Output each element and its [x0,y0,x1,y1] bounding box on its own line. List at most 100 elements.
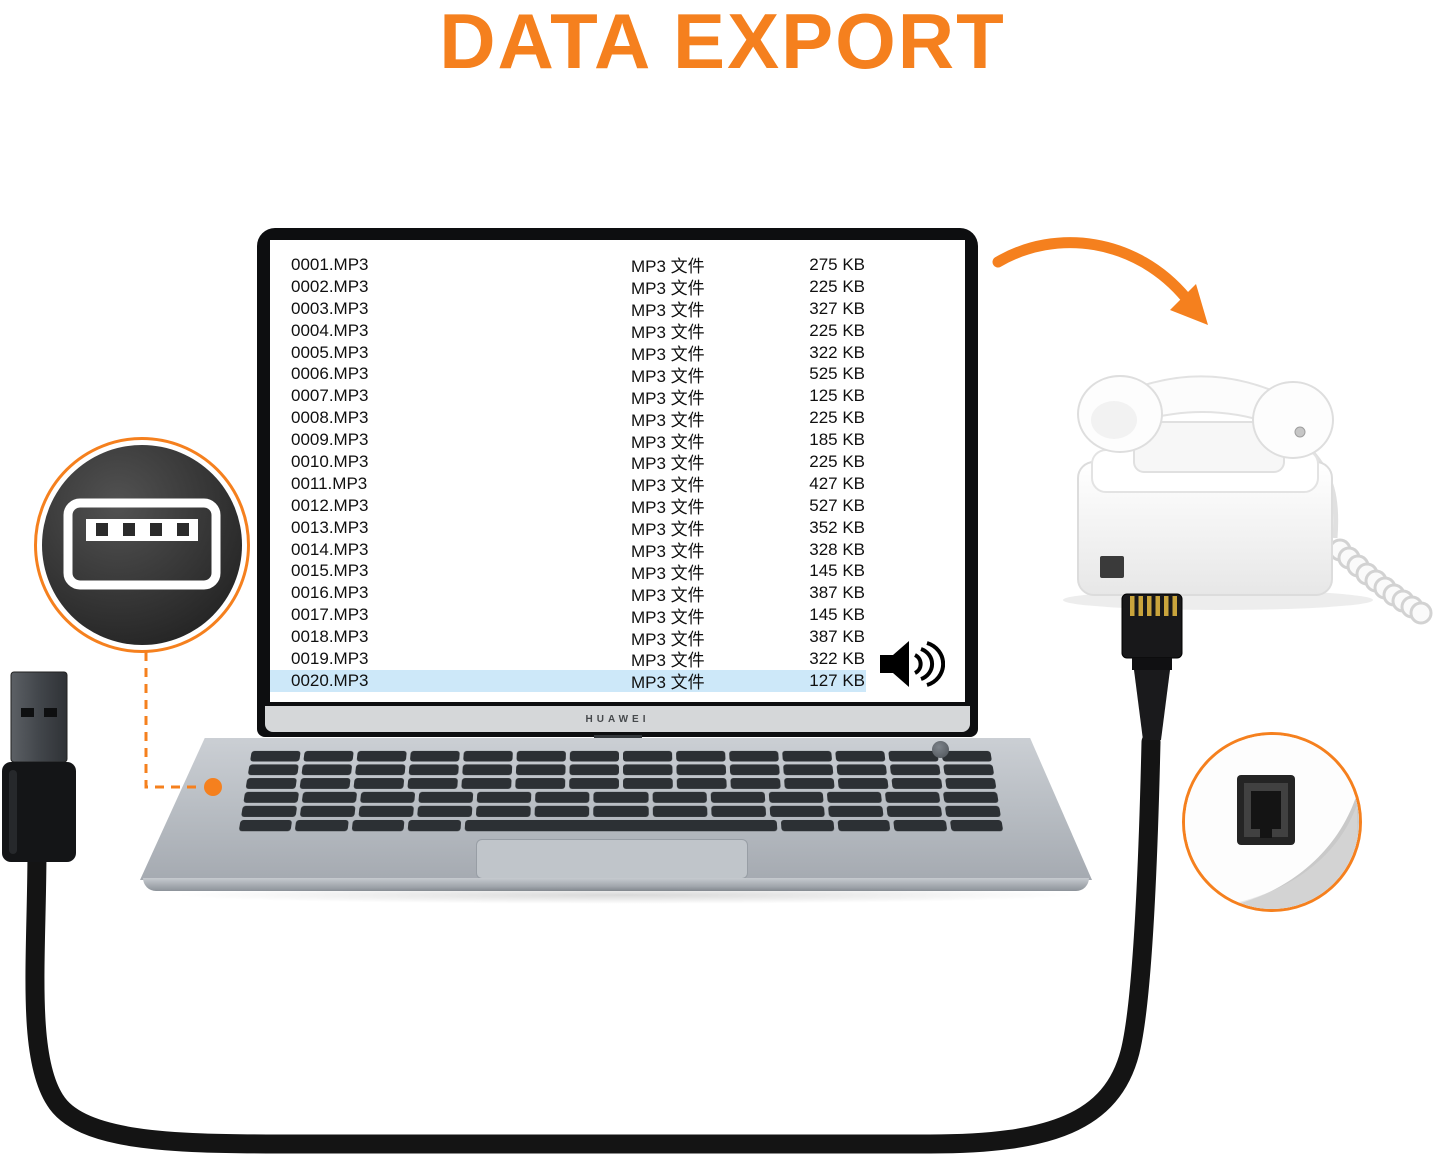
phone-usb-port [1100,556,1124,578]
bottom-bezel: HUAWEI [265,706,970,732]
file-row: 0001.MP3 MP3 文件 275 KB [270,254,866,277]
file-name: 0006.MP3 [291,364,369,384]
file-name: 0013.MP3 [291,517,369,537]
file-type: MP3 文件 [631,366,705,386]
file-type: MP3 文件 [631,498,705,518]
usb-cable [25,732,1161,1154]
file-name: 0003.MP3 [291,298,369,318]
laptop-screen-bezel: 0001.MP3 MP3 文件 275 KB 0002.MP3 MP3 文件 2… [257,228,978,737]
file-name: 0015.MP3 [291,561,369,581]
file-size: 185 KB [809,430,865,450]
laptop-shadow [170,886,1080,904]
callout-dashed-line [144,652,198,789]
handset-jack-port-icon [1185,735,1359,909]
file-name: 0011.MP3 [291,473,368,493]
usb-a-plug-icon [2,671,76,862]
file-type: MP3 文件 [631,629,705,649]
file-type: MP3 文件 [631,673,705,693]
file-row: 0004.MP3 MP3 文件 225 KB [270,320,866,343]
file-row: 0010.MP3 MP3 文件 225 KB [270,451,866,474]
file-name: 0019.MP3 [291,648,369,668]
file-row: 0005.MP3 MP3 文件 322 KB [270,342,866,365]
export-arrow-head [1170,284,1208,325]
usb-callout [42,445,242,645]
power-button [932,741,949,758]
file-name: 0014.MP3 [291,539,369,559]
file-row: 0006.MP3 MP3 文件 525 KB [270,363,866,386]
file-type: MP3 文件 [631,345,705,365]
file-name: 0010.MP3 [291,451,369,471]
file-size: 275 KB [809,254,865,274]
file-name: 0004.MP3 [291,320,369,340]
file-size: 352 KB [809,517,865,537]
file-type: MP3 文件 [631,651,705,671]
file-type: MP3 文件 [631,410,705,430]
phone-handset [1077,375,1334,459]
file-name: 0005.MP3 [291,342,369,362]
file-name: 0012.MP3 [291,495,369,515]
file-type: MP3 文件 [631,520,705,540]
file-size: 225 KB [809,276,865,296]
phone-port-callout [1182,732,1362,912]
file-name: 0018.MP3 [291,627,369,647]
file-row: 0009.MP3 MP3 文件 185 KB [270,429,866,452]
file-type: MP3 文件 [631,257,705,277]
file-size: 225 KB [809,451,865,471]
laptop-front-edge [143,878,1089,891]
laptop-brand-label: HUAWEI [585,713,650,725]
file-size: 225 KB [809,320,865,340]
file-name: 0008.MP3 [291,408,369,428]
file-row: 0018.MP3 MP3 文件 387 KB [270,626,866,649]
file-type: MP3 文件 [631,388,705,408]
usb-callout-ring [34,437,250,653]
file-row: 0016.MP3 MP3 文件 387 KB [270,582,866,605]
file-name: 0001.MP3 [291,254,369,274]
export-arrow [992,237,1192,304]
file-size: 327 KB [809,298,865,318]
file-name: 0007.MP3 [291,386,369,406]
page-title: DATA EXPORT [439,0,1006,85]
file-size: 387 KB [809,627,865,647]
file-row: 0003.MP3 MP3 文件 327 KB [270,298,866,321]
usb-a-port-icon [63,498,221,590]
file-row: 0008.MP3 MP3 文件 225 KB [270,407,866,430]
callout-dot [204,778,222,796]
file-size: 225 KB [809,408,865,428]
file-type: MP3 文件 [631,585,705,605]
file-type: MP3 文件 [631,542,705,562]
laptop-deck [140,738,1092,880]
file-row: 0014.MP3 MP3 文件 328 KB [270,539,866,562]
file-row: 0002.MP3 MP3 文件 225 KB [270,276,866,299]
rj9-plug-icon [1121,593,1183,740]
file-size: 125 KB [809,386,865,406]
laptop-screen: 0001.MP3 MP3 文件 275 KB 0002.MP3 MP3 文件 2… [270,240,965,702]
file-name: 0016.MP3 [291,583,369,603]
file-type: MP3 文件 [631,301,705,321]
file-row: 0020.MP3 MP3 文件 127 KB [270,669,866,693]
file-size: 145 KB [809,561,865,581]
file-size: 322 KB [809,342,865,362]
file-size: 127 KB [809,670,865,690]
file-type: MP3 文件 [631,323,705,343]
file-row: 0011.MP3 MP3 文件 427 KB [270,473,866,496]
file-list: 0001.MP3 MP3 文件 275 KB 0002.MP3 MP3 文件 2… [270,254,965,692]
file-row: 0019.MP3 MP3 文件 322 KB [270,648,866,671]
file-type: MP3 文件 [631,432,705,452]
file-row: 0013.MP3 MP3 文件 352 KB [270,517,866,540]
file-size: 328 KB [809,539,865,559]
file-size: 427 KB [809,473,865,493]
coiled-cord [1328,538,1433,625]
file-row: 0017.MP3 MP3 文件 145 KB [270,604,866,627]
file-type: MP3 文件 [631,563,705,583]
trackpad [476,839,748,879]
file-type: MP3 文件 [631,454,705,474]
file-row: 0007.MP3 MP3 文件 125 KB [270,385,866,408]
file-name: 0020.MP3 [291,670,369,690]
file-size: 527 KB [809,495,865,515]
file-size: 387 KB [809,583,865,603]
file-size: 525 KB [809,364,865,384]
file-row: 0015.MP3 MP3 文件 145 KB [270,560,866,583]
file-type: MP3 文件 [631,607,705,627]
